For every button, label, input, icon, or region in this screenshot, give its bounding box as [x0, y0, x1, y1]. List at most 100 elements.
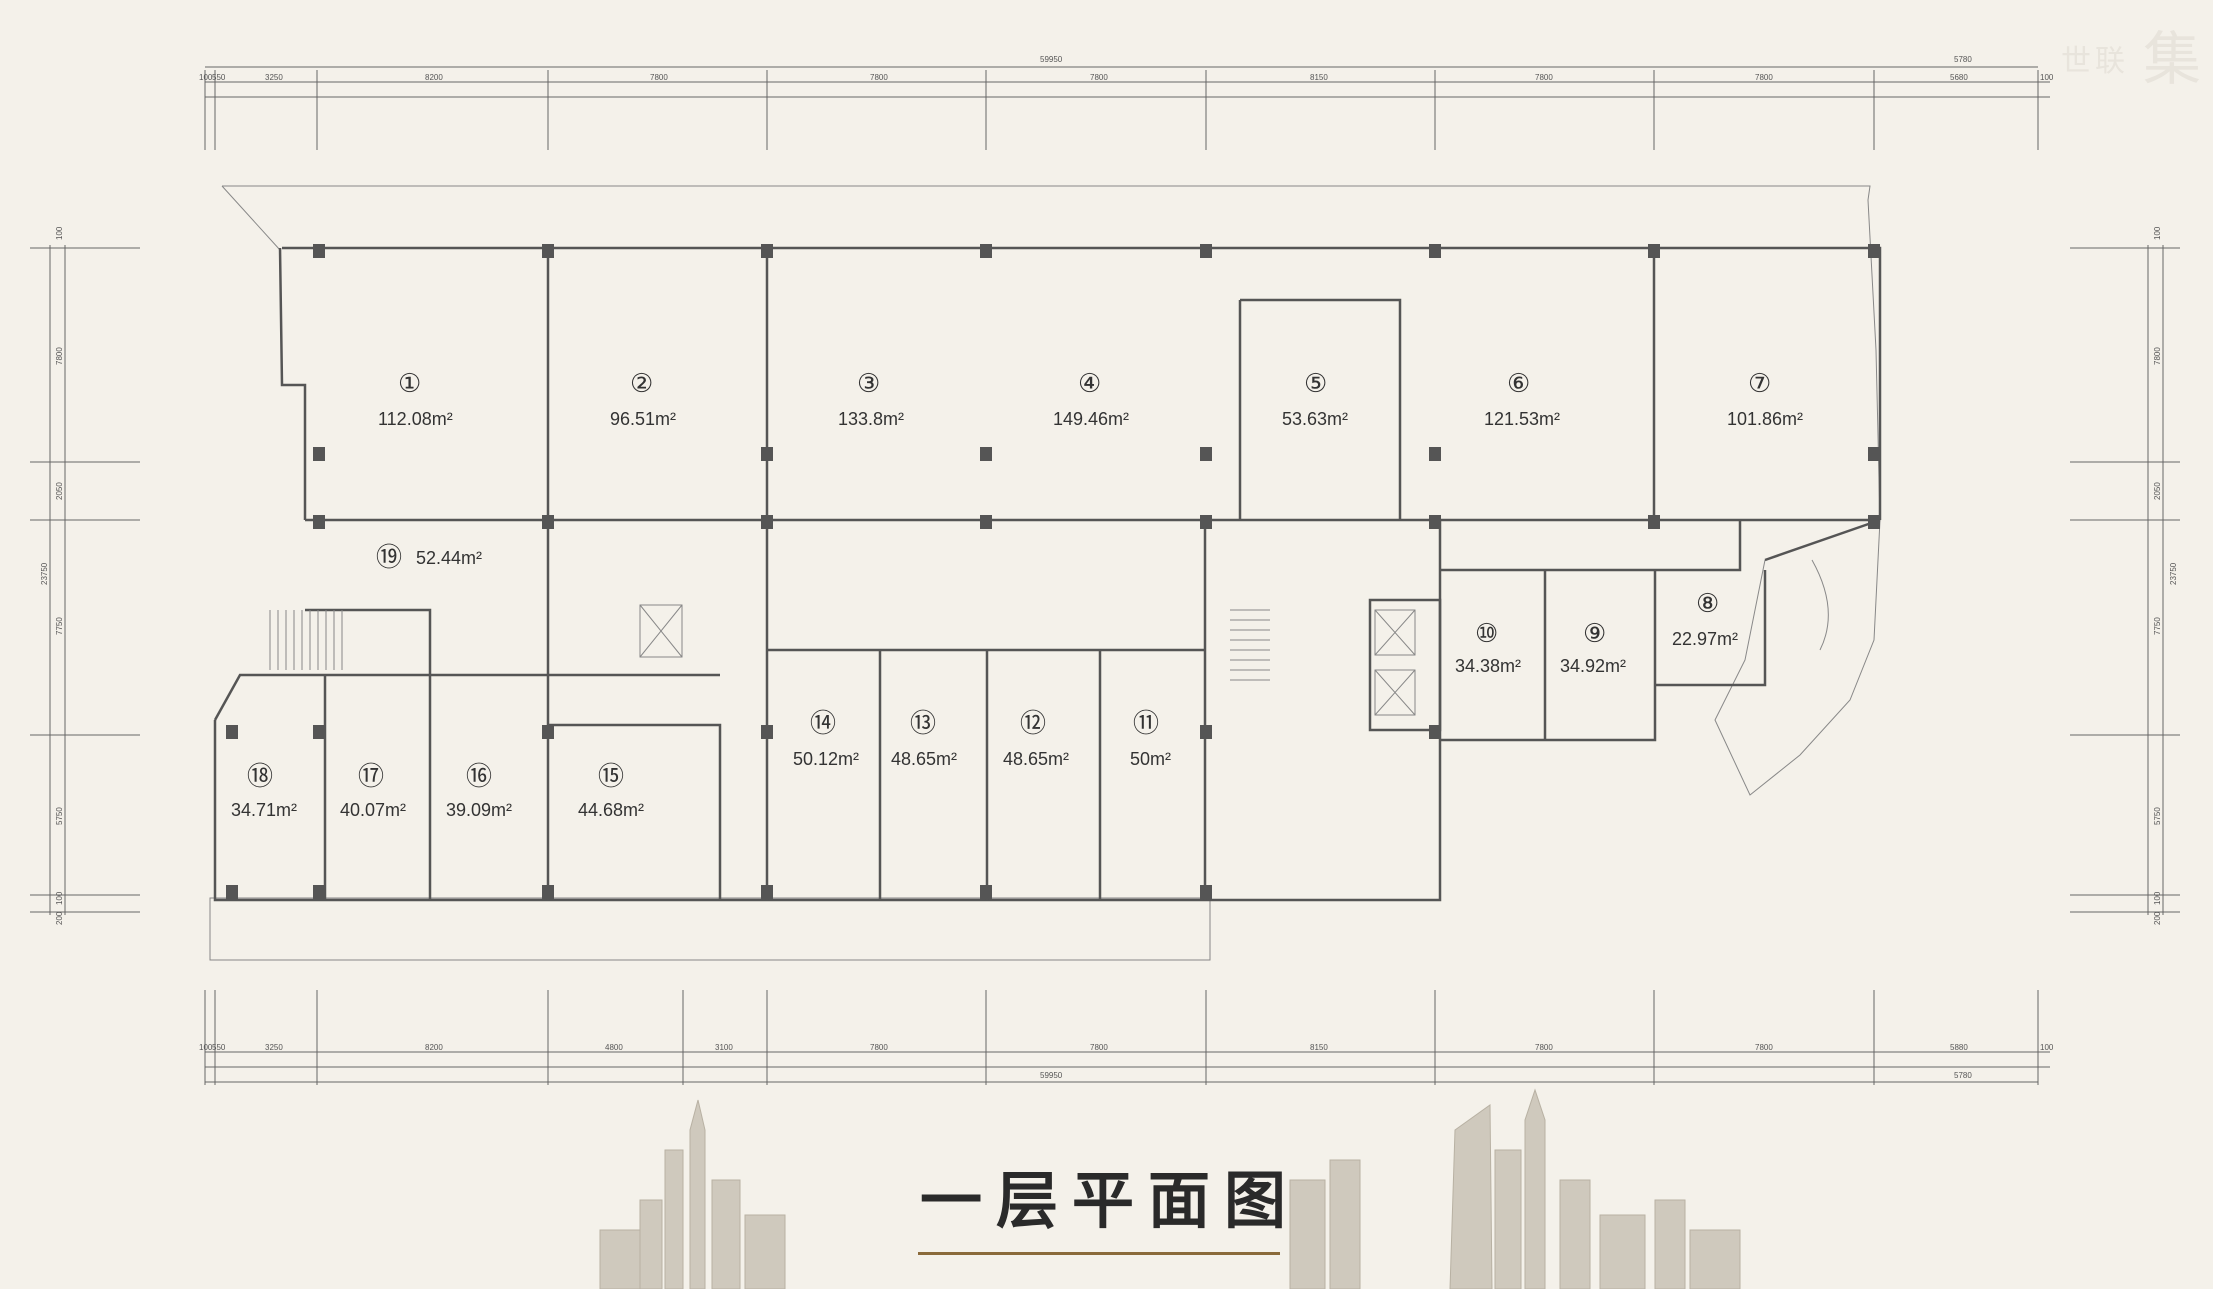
bottom-dimension-chain [204, 990, 2050, 1085]
unit-area: 53.63m² [1282, 409, 1348, 429]
dim-right-seg-3: 7750 [2153, 617, 2162, 635]
unit-number: ⑰ [358, 762, 384, 792]
dim-top-seg-8: 7800 [1535, 73, 1553, 82]
dim-top-seg-7: 8150 [1310, 73, 1328, 82]
unit-number: ⑪ [1133, 709, 1159, 739]
dim-top-seg-1: 550 [212, 73, 226, 82]
dim-bottom-seg-5: 3100 [715, 1043, 733, 1052]
unit-area: 48.65m² [1003, 749, 1069, 769]
unit-label-11: ⑪ 50m² [1130, 709, 1171, 769]
unit-label-5: ⑤ 53.63m² [1282, 369, 1348, 429]
dim-top-seg-0: 100 [199, 73, 213, 82]
skyline-illustration [599, 1088, 1741, 1289]
title-underline [918, 1252, 1280, 1255]
dim-bottom-seg-6: 7800 [870, 1043, 888, 1052]
unit-area: 34.92m² [1560, 656, 1626, 676]
unit-area: 101.86m² [1727, 409, 1803, 429]
unit-label-4: ④ 149.46m² [1053, 369, 1129, 429]
unit-label-14: ⑭ 50.12m² [793, 709, 859, 769]
unit-area: 48.65m² [891, 749, 957, 769]
unit-label-6: ⑥ 121.53m² [1484, 369, 1560, 429]
dim-bottom-seg-12: 100 [2040, 1043, 2054, 1052]
dim-right-seg-4: 5750 [2153, 807, 2162, 825]
dim-top-seg-10: 5680 [1950, 73, 1968, 82]
unit-number: ④ [1078, 369, 1101, 399]
unit-label-18: ⑱ 34.71m² [231, 762, 297, 820]
dim-bottom-right-total: 5780 [1954, 1071, 1972, 1080]
unit-label-7: ⑦ 101.86m² [1727, 369, 1803, 429]
unit-label-3: ③ 133.8m² [838, 369, 904, 429]
unit-number: ⑥ [1507, 369, 1530, 399]
unit-area: 112.08m² [378, 409, 453, 429]
unit-area: 22.97m² [1672, 629, 1738, 649]
dim-bottom-seg-1: 550 [212, 1043, 226, 1052]
unit-number: ⑩ [1475, 619, 1498, 649]
unit-area: 121.53m² [1484, 409, 1560, 429]
side-dimension-chains [30, 245, 2180, 915]
brand-text: 世联 [2060, 44, 2129, 79]
dim-bottom-seg-11: 5880 [1950, 1043, 1968, 1052]
structural-columns [226, 244, 1880, 899]
unit-area: 133.8m² [838, 409, 904, 429]
unit-number: ⑯ [466, 762, 492, 792]
dim-left-total: 23750 [40, 562, 49, 585]
unit-area: 50m² [1130, 749, 1171, 769]
dim-bottom-seg-8: 8150 [1310, 1043, 1328, 1052]
dim-bottom-seg-3: 8200 [425, 1043, 443, 1052]
unit-label-9: ⑨ 34.92m² [1560, 619, 1626, 676]
unit-label-16: ⑯ 39.09m² [446, 762, 512, 820]
unit-number: ⑨ [1583, 619, 1606, 649]
unit-area: 34.38m² [1455, 656, 1521, 676]
dim-top-seg-9: 7800 [1755, 73, 1773, 82]
unit-area: 149.46m² [1053, 409, 1129, 429]
dim-right-seg-5: 100 [2153, 891, 2162, 905]
dim-left-seg-0: 100 [55, 226, 64, 240]
dim-top-total: 59950 [1040, 55, 1063, 64]
dim-right-seg-1: 7800 [2153, 347, 2162, 365]
dim-bottom-seg-4: 4800 [605, 1043, 623, 1052]
dim-left-seg-3: 7750 [55, 617, 64, 635]
unit-number: ⑧ [1696, 589, 1719, 619]
unit-number: ⑤ [1304, 369, 1327, 399]
top-dimension-chain [204, 66, 2050, 150]
left-dimension-labels: 100 7800 2050 7750 5750 100 200 23750 [40, 226, 64, 925]
unit-area: 50.12m² [793, 749, 859, 769]
dim-bottom-seg-10: 7800 [1755, 1043, 1773, 1052]
unit-number: ③ [857, 369, 880, 399]
bottom-dimension-labels: 100 550 3250 8200 4800 3100 7800 7800 81… [199, 1043, 2054, 1080]
dim-left-seg-2: 2050 [55, 482, 64, 500]
dim-top-seg-4: 7800 [650, 73, 668, 82]
unit-label-10: ⑩ 34.38m² [1455, 619, 1521, 676]
dim-left-seg-5: 100 [55, 891, 64, 905]
unit-label-8: ⑧ 22.97m² [1672, 589, 1738, 649]
right-dimension-labels: 100 7800 2050 7750 5750 100 200 23750 [2153, 226, 2178, 925]
top-dimension-labels: 59950 5780 100 550 3250 8200 7800 7800 7… [199, 55, 2054, 82]
unit-number: ⑭ [810, 709, 836, 739]
unit-label-15: ⑮ 44.68m² [578, 762, 644, 820]
dim-right-total: 23750 [2169, 562, 2178, 585]
unit-label-2: ② 96.51m² [610, 369, 676, 429]
dim-bottom-seg-9: 7800 [1535, 1043, 1553, 1052]
dim-bottom-seg-2: 3250 [265, 1043, 283, 1052]
building-walls [209, 185, 1882, 961]
unit-number: ② [630, 369, 653, 399]
unit-number: ⑫ [1020, 709, 1046, 739]
unit-area: 44.68m² [578, 800, 644, 820]
unit-area: 40.07m² [340, 800, 406, 820]
unit-number: ⑱ [247, 762, 273, 792]
dim-bottom-seg-0: 100 [199, 1043, 213, 1052]
unit-area: 39.09m² [446, 800, 512, 820]
brand-mark: 集 [2142, 25, 2201, 93]
dim-left-seg-6: 200 [55, 911, 64, 925]
dim-top-seg-5: 7800 [870, 73, 888, 82]
unit-number: ⑮ [598, 762, 624, 792]
page-title: 一层平面图 [920, 1164, 1301, 1237]
unit-label-17: ⑰ 40.07m² [340, 762, 406, 820]
dim-left-seg-1: 7800 [55, 347, 64, 365]
dim-right-seg-6: 200 [2153, 911, 2162, 925]
brand-watermark: 世联集 [2061, 12, 2201, 96]
unit-label-13: ⑬ 48.65m² [891, 709, 957, 769]
unit-label-12: ⑫ 48.65m² [1003, 709, 1069, 769]
dim-top-seg-2: 3250 [265, 73, 283, 82]
